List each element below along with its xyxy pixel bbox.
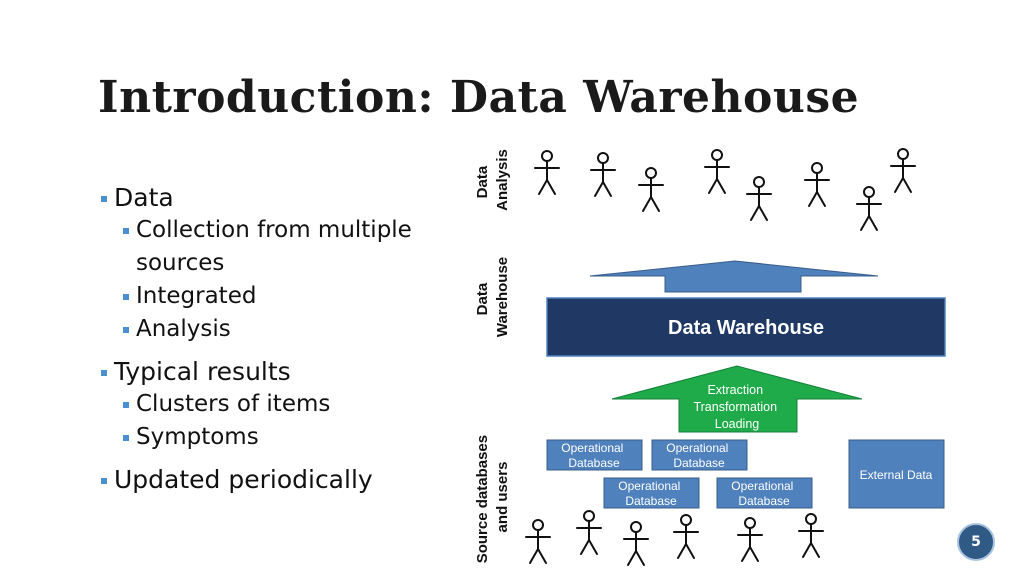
bullet-symptoms: Symptoms [100,421,460,454]
bullet-marker [101,370,107,376]
external-data-box [848,439,945,509]
bullet-marker [123,294,129,300]
analyst-figure [638,167,664,212]
operational-database-box: Operational Database [603,477,700,509]
bullet-data: Data [100,182,460,214]
bullet-marker [101,196,107,202]
analyst-figure [856,186,882,231]
bullet-clusters: Clusters of items [100,388,460,421]
data-warehouse-box-label: Data Warehouse [668,317,824,339]
user-figure [673,514,699,559]
user-figure [576,510,602,555]
bullet-marker [101,478,107,484]
analyst-figure [890,148,916,193]
bullet-marker [123,327,129,333]
bullet-marker [123,228,129,234]
analyst-figure [704,149,730,194]
external-data-label: External Data [860,468,933,482]
data-warehouse-box [546,297,946,357]
user-figure [798,513,824,558]
user-figure [525,519,551,564]
label-data-warehouse: Data Warehouse [474,257,511,337]
analyst-figure [590,152,616,197]
etl-label: Extraction Transformation Loading [693,383,780,431]
svg-text:Operational Database: Operational Database [731,479,796,508]
operational-database-box: Operational Database [546,439,643,471]
user-figure [737,517,763,562]
operational-database-box: Operational Database [716,477,813,509]
label-source-databases: Source databases and users [474,431,511,564]
analyst-figure [534,150,560,195]
analyst-figure [746,176,772,221]
bullet-marker [123,435,129,441]
bullet-analysis: Analysis [100,313,460,346]
slide-title: Introduction: Data Warehouse [98,72,860,123]
bullet-marker [123,402,129,408]
svg-text:Operational Database: Operational Database [618,479,683,508]
data-warehouse-diagram: Data Analysis Data Warehouse Source data… [474,148,946,566]
operational-database-box: Operational Database [651,439,748,471]
label-data-analysis: Data Analysis [474,149,511,211]
etl-arrow-icon [611,365,863,433]
bullet-updated: Updated periodically [100,464,460,496]
page-number-badge: 5 [957,523,995,561]
bullet-integrated: Integrated [100,280,460,313]
svg-text:Operational Database: Operational Database [561,441,626,470]
bullet-typical-results: Typical results [100,356,460,388]
analyst-figure [804,162,830,207]
user-figure [623,521,649,566]
up-arrow-icon [589,260,879,293]
svg-text:Operational Database: Operational Database [666,441,731,470]
